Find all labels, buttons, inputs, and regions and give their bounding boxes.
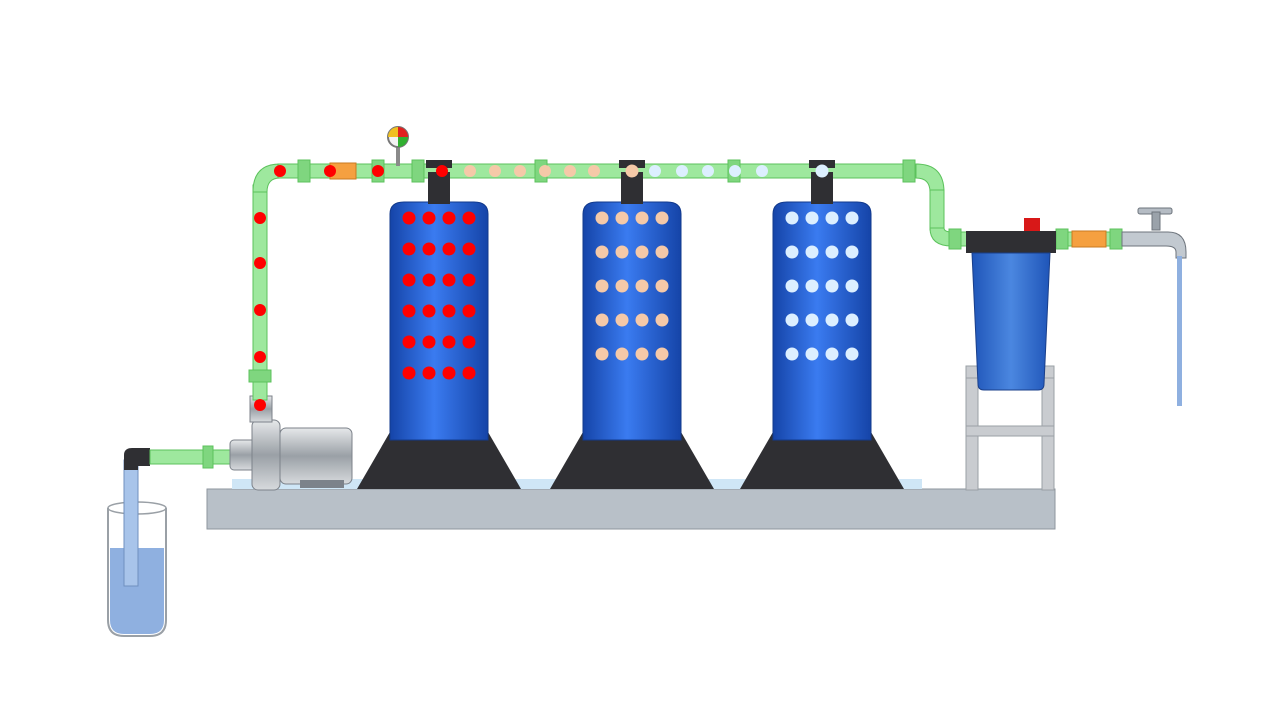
flow-dot — [402, 304, 416, 318]
flow-dot — [442, 242, 456, 256]
flow-dot — [402, 211, 416, 225]
flow-dot — [785, 211, 799, 225]
flow-dot — [462, 242, 476, 256]
flow-dot — [845, 313, 859, 327]
pipe-fittings — [248, 159, 1123, 383]
flow-dot — [825, 245, 839, 259]
flow-dot — [635, 347, 649, 361]
flow-dot — [595, 279, 609, 293]
flow-dot — [845, 347, 859, 361]
flow-dot — [324, 165, 336, 177]
flow-dot — [805, 347, 819, 361]
flow-dot — [655, 245, 669, 259]
flow-dot — [595, 211, 609, 225]
flow-dot — [625, 164, 639, 178]
flow-dot — [462, 304, 476, 318]
flow-dot — [655, 313, 669, 327]
flow-dot — [615, 245, 629, 259]
flow-dot — [729, 165, 741, 177]
flow-dot — [442, 273, 456, 287]
flow-dot — [825, 313, 839, 327]
flow-dot — [615, 211, 629, 225]
flow-dot — [442, 366, 456, 380]
flow-dot — [615, 347, 629, 361]
flow-dot — [785, 279, 799, 293]
flow-dot — [676, 165, 688, 177]
flow-dot — [564, 165, 576, 177]
flow-dot — [254, 399, 266, 411]
flow-dot — [615, 279, 629, 293]
flow-dot — [254, 257, 266, 269]
flow-dot — [402, 273, 416, 287]
flow-dot — [785, 245, 799, 259]
filter-tank-icon — [740, 160, 904, 489]
flow-dot — [422, 366, 436, 380]
flow-dot — [825, 211, 839, 225]
flow-dot — [785, 347, 799, 361]
flow-dot — [489, 165, 501, 177]
flow-dot — [805, 245, 819, 259]
flow-dot — [635, 313, 649, 327]
flow-dot — [635, 211, 649, 225]
flow-dot — [402, 242, 416, 256]
flow-dot — [462, 273, 476, 287]
flow-dot — [402, 366, 416, 380]
flow-dot — [436, 165, 448, 177]
flow-dot — [845, 279, 859, 293]
flow-dot — [422, 304, 436, 318]
flow-dot — [845, 211, 859, 225]
flow-dot — [514, 165, 526, 177]
flow-dot — [595, 313, 609, 327]
flow-dot — [615, 313, 629, 327]
flow-dot — [442, 304, 456, 318]
flow-dot — [702, 165, 714, 177]
flow-dot — [462, 211, 476, 225]
flow-dot — [402, 335, 416, 349]
flow-dot — [595, 347, 609, 361]
filter-tank-icon — [357, 160, 521, 489]
flow-dot — [845, 245, 859, 259]
filter-tanks — [357, 160, 904, 489]
flow-dot — [422, 335, 436, 349]
flow-dot — [372, 165, 384, 177]
flow-dot — [462, 366, 476, 380]
flow-dot — [649, 165, 661, 177]
flow-dot — [464, 165, 476, 177]
flow-dot — [825, 347, 839, 361]
filter-tank-icon — [550, 160, 714, 489]
flow-dot — [655, 347, 669, 361]
flow-dot — [635, 245, 649, 259]
pump-icon — [229, 395, 353, 491]
flow-dot — [655, 279, 669, 293]
faucet-icon — [1121, 207, 1187, 406]
flow-dot — [442, 335, 456, 349]
flow-dot — [254, 212, 266, 224]
cartridge-filter-icon — [966, 218, 1056, 391]
flow-dot — [756, 165, 768, 177]
flow-dot — [785, 313, 799, 327]
flow-dot — [595, 245, 609, 259]
flow-dot — [422, 242, 436, 256]
flow-dot — [825, 279, 839, 293]
flow-dot — [805, 313, 819, 327]
flow-dot — [539, 165, 551, 177]
flow-dot — [635, 279, 649, 293]
gauge-icon — [387, 126, 409, 166]
flow-dot — [422, 211, 436, 225]
flow-dot — [442, 211, 456, 225]
flow-dot — [805, 211, 819, 225]
flow-dot — [462, 335, 476, 349]
flow-dot — [254, 304, 266, 316]
flow-dots — [254, 165, 768, 411]
flow-dot — [274, 165, 286, 177]
flow-dot — [588, 165, 600, 177]
flow-dot — [422, 273, 436, 287]
base-platform — [206, 488, 1056, 530]
flow-dot — [805, 279, 819, 293]
flow-dot — [655, 211, 669, 225]
orange-fitting — [1071, 230, 1107, 248]
flow-dot — [815, 164, 829, 178]
flow-dot — [254, 351, 266, 363]
